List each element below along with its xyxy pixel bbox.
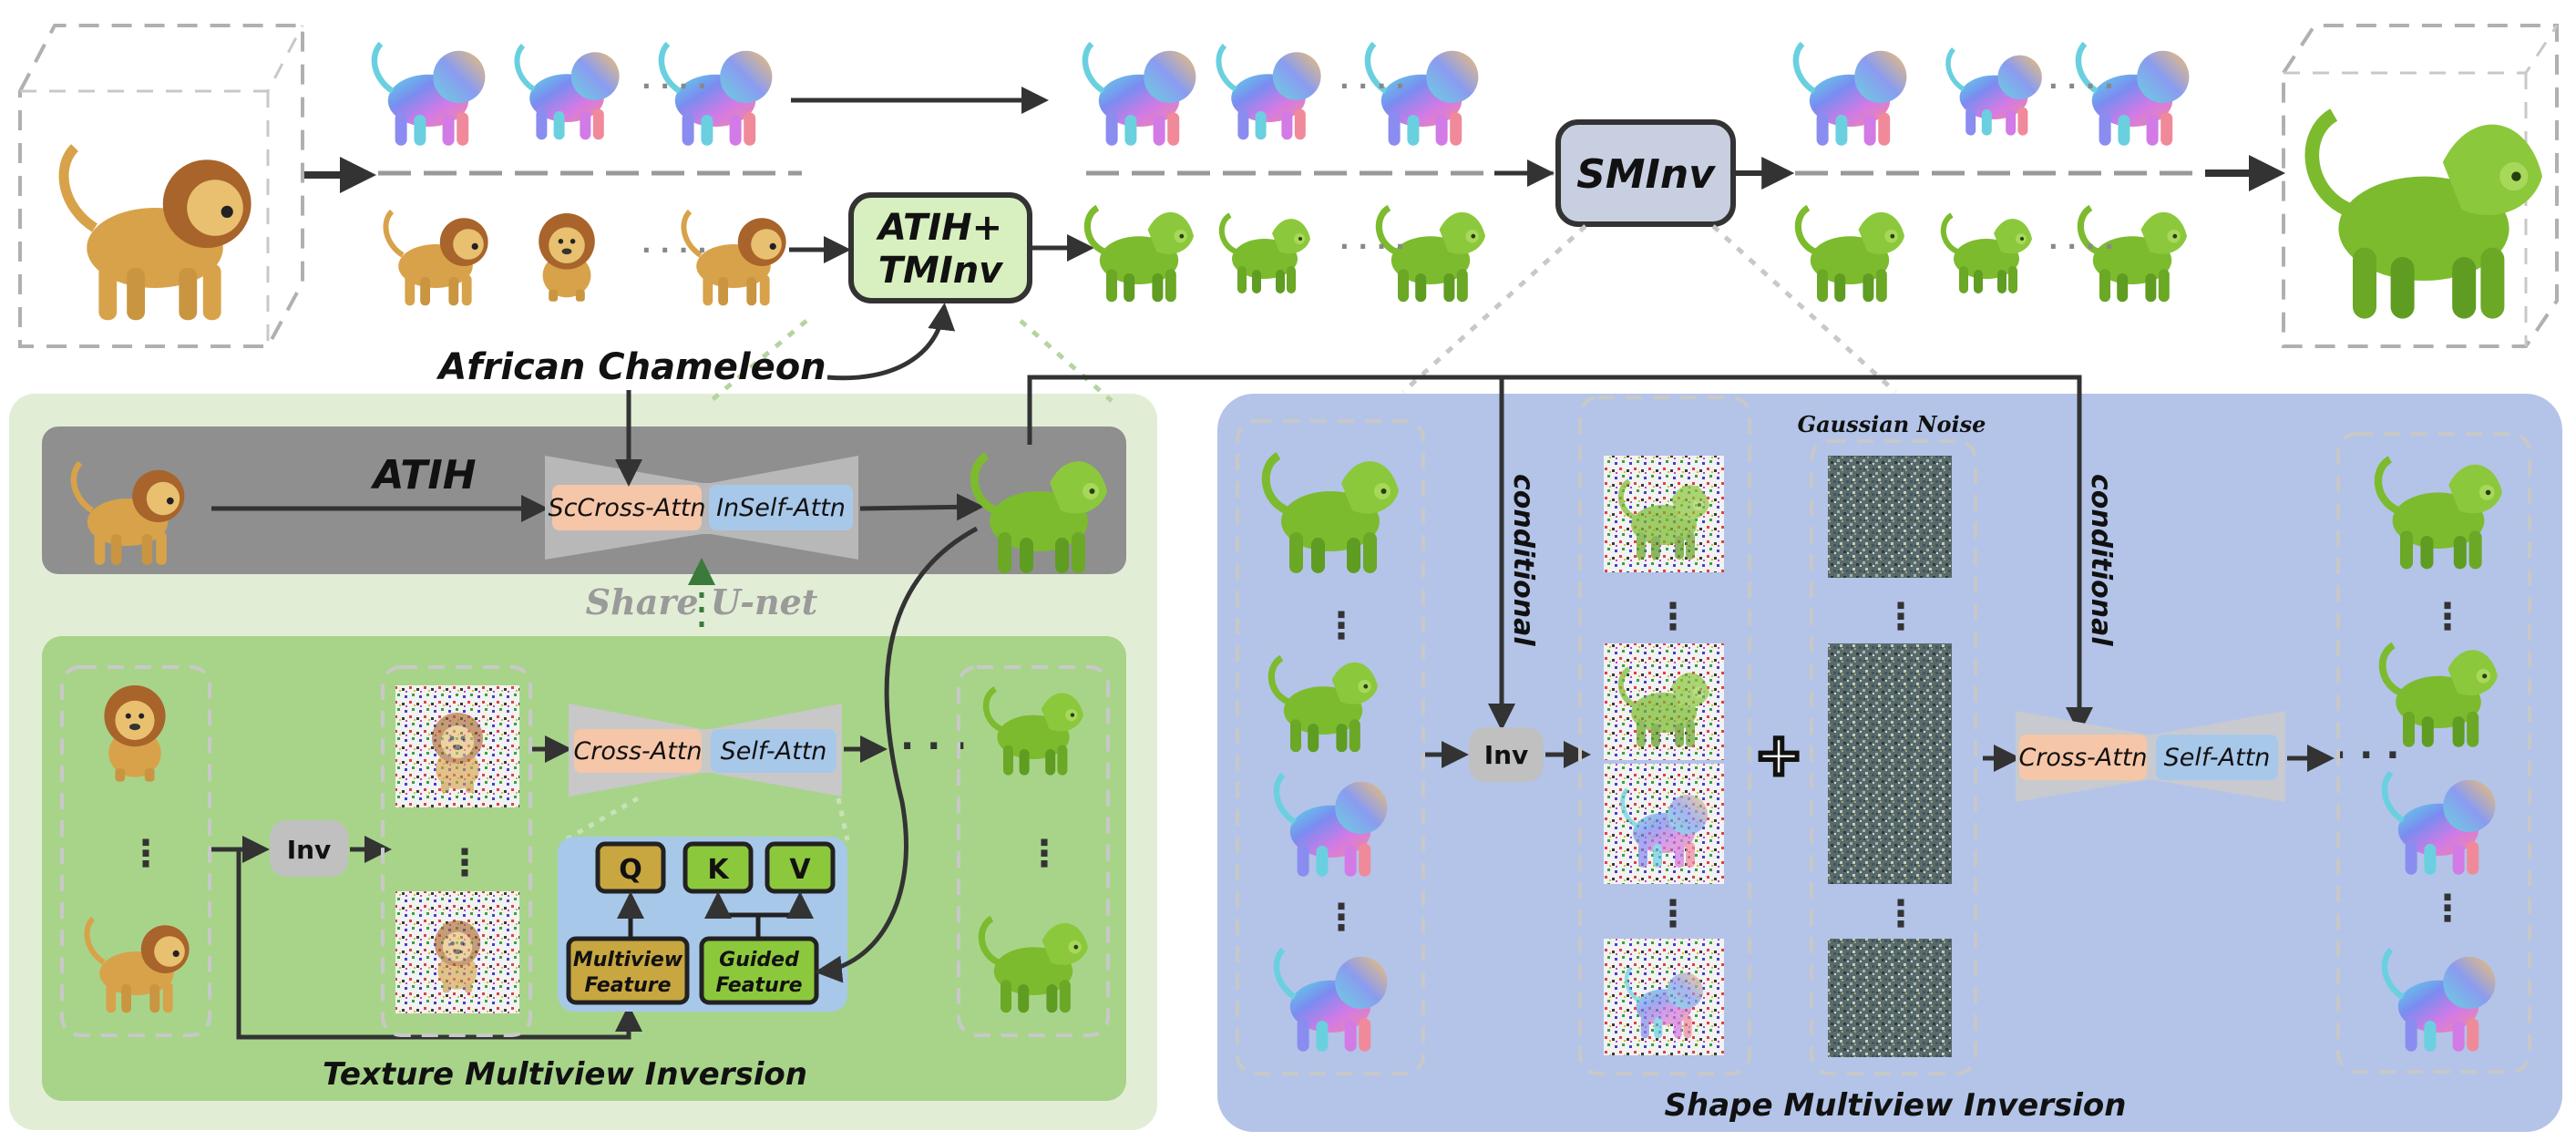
chameleon-views-mid: · · · · (1087, 208, 1485, 302)
svg-text:Q: Q (619, 854, 642, 886)
sminv-node: SMInv (1555, 119, 1736, 227)
svg-text:⋮: ⋮ (2429, 888, 2466, 930)
input-cube (18, 24, 304, 348)
shape-self-attn: Self-Attn (2164, 744, 2271, 772)
svg-text:Multiview: Multiview (573, 949, 683, 971)
texture-unet (569, 704, 842, 797)
texture-caption: Texture Multiview Inversion (323, 1056, 807, 1093)
svg-text:⋮: ⋮ (1323, 897, 1360, 939)
noisy-lion-column: ⋮ (395, 685, 519, 1013)
conditional-left: conditional (1507, 474, 1539, 646)
shape-noisy-column: ⋮ ⋮ (1604, 456, 1724, 1055)
shape-dots: · · · (2333, 735, 2399, 776)
texture-chameleon-column: ⋮ (981, 689, 1088, 1013)
svg-text:· · · ·: · · · · (2048, 231, 2114, 262)
condition-text: African Chameleon (436, 346, 826, 388)
v-node: V (765, 841, 836, 894)
svg-text:Inv: Inv (287, 835, 332, 865)
gaussian-noise-label: Gaussian Noise (1798, 411, 1986, 437)
svg-text:⋮: ⋮ (1883, 893, 1919, 935)
shape-caption: Shape Multiview Inversion (1665, 1087, 2127, 1124)
svg-text:Feature: Feature (715, 974, 802, 997)
multiview-feature-node: Multiview Feature (566, 936, 690, 1005)
atih-tminv-node: ATIH+ TMInv (848, 192, 1032, 303)
svg-text:K: K (707, 854, 730, 886)
svg-text:· · · ·: · · · · (641, 235, 707, 265)
svg-text:· · · ·: · · · · (1339, 231, 1405, 262)
k-node: K (682, 841, 754, 894)
input-lion-3d (64, 148, 251, 320)
sc-cross-attn: ScCross-Attn (548, 494, 705, 522)
svg-text:· · · ·: · · · · (641, 71, 707, 101)
shape-cross-attn: Cross-Attn (2018, 744, 2147, 772)
output-chameleon-3d (2312, 115, 2542, 319)
svg-text:· · · ·: · · · · (2048, 71, 2114, 101)
svg-text:V: V (789, 854, 811, 886)
plus-icon: + (1754, 722, 1803, 789)
svg-text:⋮: ⋮ (446, 842, 483, 884)
texture-views-input: · · · · (385, 211, 785, 305)
texture-self-attn: Self-Attn (721, 737, 827, 766)
texture-dots: · · · (900, 725, 967, 767)
svg-text:⋮: ⋮ (1883, 596, 1919, 638)
atih-title: ATIH (370, 452, 476, 499)
svg-text:⋮: ⋮ (2429, 596, 2466, 638)
svg-text:⋮: ⋮ (1655, 893, 1691, 935)
svg-text:· · · ·: · · · · (1339, 71, 1405, 101)
share-unet-label: Share U-net (586, 581, 818, 622)
normal-views-input: · · · · (375, 44, 772, 146)
conditional-right: conditional (2085, 474, 2117, 646)
in-self-attn: InSelf-Attn (716, 494, 846, 522)
shape-output-column: ⋮ ⋮ (2378, 459, 2502, 1052)
svg-text:Guided: Guided (719, 949, 799, 971)
texture-lion-column: ⋮ (87, 685, 189, 1013)
q-node: Q (595, 841, 666, 894)
texture-inv-node: Inv (270, 820, 348, 877)
svg-text:SMInv: SMInv (1576, 151, 1716, 198)
svg-text:⋮: ⋮ (1026, 833, 1062, 875)
guided-feature-node: Guided Feature (699, 936, 819, 1005)
svg-text:⋮: ⋮ (1655, 596, 1691, 638)
texture-cross-attn: Cross-Attn (573, 737, 702, 766)
svg-text:⋮: ⋮ (128, 833, 164, 875)
shape-inv-node: Inv (1469, 727, 1544, 782)
svg-text:Feature: Feature (584, 974, 671, 997)
normal-views-mid: · · · · (1085, 44, 1478, 146)
output-cube (2282, 24, 2559, 348)
normal-views-output: · · · · (1796, 44, 2189, 146)
svg-text:Inv: Inv (1484, 740, 1529, 770)
gaussian-noise-column: ⋮ ⋮ (1828, 456, 1952, 1057)
svg-text:⋮: ⋮ (1323, 605, 1360, 647)
shape-input-column: ⋮ ⋮ (1266, 456, 1399, 1052)
svg-text:TMInv: TMInv (878, 250, 1004, 292)
svg-text:ATIH+: ATIH+ (876, 207, 1002, 249)
chameleon-views-output: · · · · (1798, 208, 2187, 302)
